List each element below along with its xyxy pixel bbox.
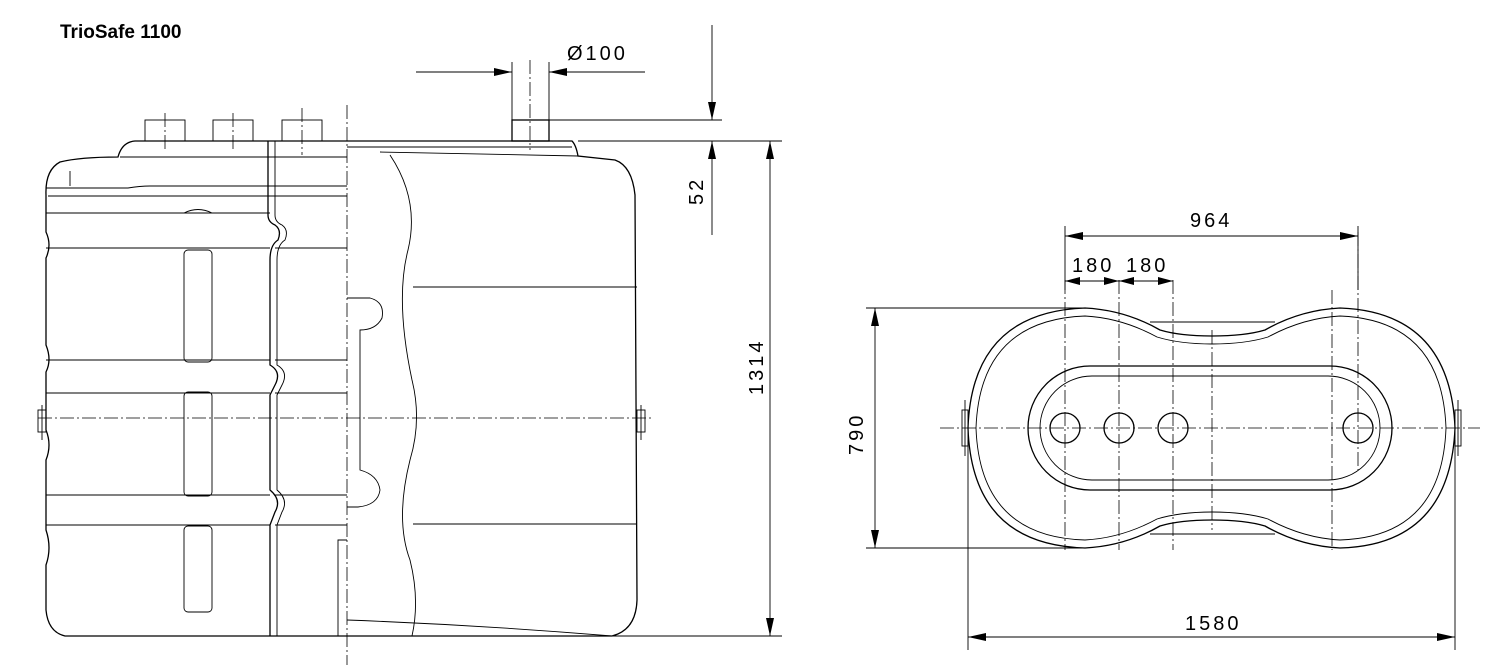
section-line-1: [267, 141, 281, 636]
top-height-dimension: 52: [549, 25, 782, 235]
tank-recesses: [183, 209, 213, 613]
top-height-label: 52: [686, 177, 708, 205]
top-view-handle-right: [1454, 400, 1462, 456]
inlet-diameter-dimension: Ø100: [416, 43, 645, 120]
inlet-diameter-label: Ø100: [567, 43, 628, 65]
total-height-label: 1314: [746, 339, 768, 396]
port-hole-1: [1049, 412, 1081, 444]
tank-ribs: [46, 212, 637, 526]
total-height-dimension: 1314: [612, 141, 782, 637]
side-handle-left: [37, 405, 47, 440]
width-label: 790: [846, 413, 868, 455]
port-spacing-dimension: 180 180: [1065, 255, 1173, 285]
drawing-title: TrioSafe 1100: [60, 22, 182, 43]
tank-outline: [45, 140, 638, 637]
total-length-label: 1580: [1185, 613, 1242, 635]
side-handle-right: [636, 405, 646, 440]
pipe-stubs: [144, 60, 550, 155]
centers-span-label: 964: [1190, 210, 1232, 232]
port-spacing-label-2: 180: [1126, 255, 1168, 277]
port-hole-3: [1157, 412, 1189, 444]
top-view-handle-left: [961, 400, 969, 456]
port-spacing-label-1: 180: [1072, 255, 1114, 277]
top-view-outline: [967, 307, 1456, 549]
inlet-pipe: [511, 119, 550, 142]
top-view: 964 180 180 790 1580: [846, 210, 1480, 650]
port-hole-2: [1103, 412, 1135, 444]
total-length-dimension: 1580: [967, 440, 1456, 650]
centers-span-dimension: 964: [1064, 210, 1359, 290]
inlet-hole: [1342, 412, 1374, 444]
width-dimension: 790: [846, 307, 1085, 549]
side-view: Ø100 52 1314: [37, 25, 782, 665]
